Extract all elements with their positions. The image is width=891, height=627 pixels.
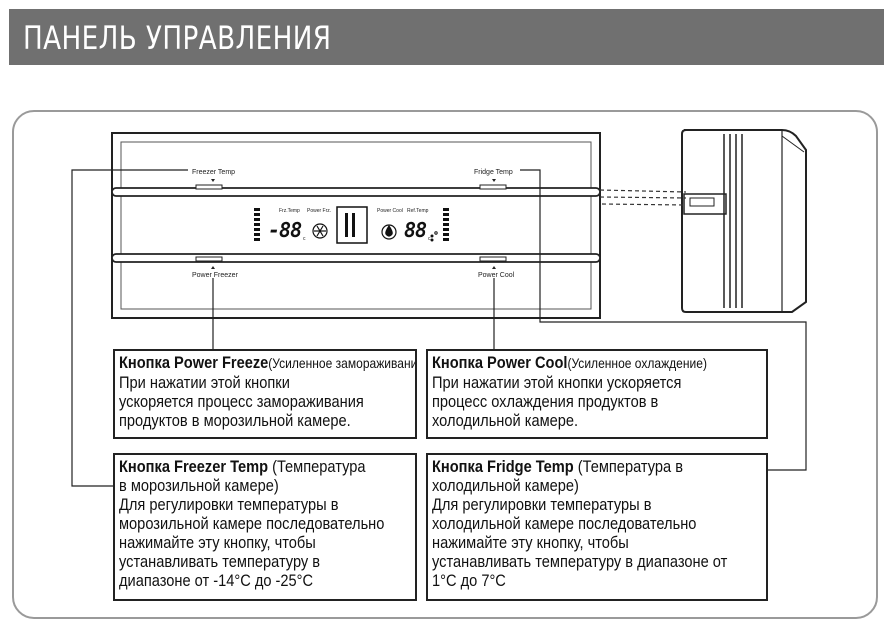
fridge-temp-title: Кнопка Fridge Temp (Температура в	[432, 457, 683, 476]
display-frz-temp: Frz.Temp	[279, 208, 300, 214]
fridge-temp-text: холодильной камере последовательно	[432, 514, 697, 533]
snowflake-icon	[312, 223, 328, 239]
freezer-temp-text: устанавливать температуру в	[119, 552, 321, 571]
power-cool-title: Кнопка Power Cool(Усиленное охлаждение)	[432, 353, 707, 372]
fridge-temp-button	[479, 184, 507, 190]
fridge-temp-text: Для регулировки температуры в	[432, 495, 652, 514]
freezer-temp-title: Кнопка Freezer Temp (Температура	[119, 457, 366, 476]
panel-rail-bottom	[111, 253, 601, 263]
display-power-frz: Power Frz.	[307, 208, 332, 214]
fridge-temp-text: нажимайте эту кнопку, чтобы	[432, 533, 629, 552]
title-bar: ПАНЕЛЬ УПРАВЛЕНИЯ	[9, 9, 884, 65]
fridge-digits: 88	[404, 218, 427, 242]
refrigerator-illustration	[681, 129, 807, 313]
power-freeze-text: При нажатии этой кнопки	[119, 373, 290, 392]
freezer-temp-label: Freezer Temp	[192, 169, 236, 176]
power-freeze-text: продуктов в морозильной камере.	[119, 411, 351, 430]
display-ref-temp: Ref.Temp	[407, 208, 429, 214]
right-bar-graph	[443, 208, 449, 241]
fridge-unit: c	[428, 236, 431, 242]
power-cool-box: Кнопка Power Cool(Усиленное охлаждение) …	[426, 349, 768, 439]
freezer-temp-text: диапазоне от -14°C до -25°C	[119, 571, 314, 590]
fridge-temp-label: Fridge Temp	[474, 169, 513, 176]
fridge-temp-text: 1°C до 7°C	[432, 571, 506, 590]
freezer-temp-box: Кнопка Freezer Temp (Температура в мороз…	[113, 453, 417, 601]
freezer-temp-text: нажимайте эту кнопку, чтобы	[119, 533, 316, 552]
power-freeze-title: Кнопка Power Freeze(Усиленное заморажива…	[119, 353, 417, 372]
up-arrow-icon	[492, 266, 496, 269]
panel-inner	[120, 141, 592, 310]
power-freezer-button	[195, 256, 223, 262]
power-cool-button	[479, 256, 507, 262]
power-cool-text: холодильной камере.	[432, 411, 579, 430]
display-power-cool: Power Cool	[377, 208, 403, 214]
freezer-temp-button	[195, 184, 223, 190]
up-arrow-icon	[211, 266, 215, 269]
page-title: ПАНЕЛЬ УПРАВЛЕНИЯ	[23, 19, 332, 57]
freezer-temp-text: в морозильной камере)	[119, 476, 279, 495]
callout-dashes	[599, 189, 687, 206]
up-arrow-icon	[492, 179, 496, 182]
freezer-digits: -88	[268, 218, 302, 242]
power-freeze-text: ускоряется процесс замораживания	[119, 392, 364, 411]
freezer-temp-text: Для регулировки температуры в	[119, 495, 339, 514]
power-cool-text: При нажатии этой кнопки ускоряется	[432, 373, 682, 392]
panel-rail-top	[111, 187, 601, 197]
fridge-temp-text: холодильной камере)	[432, 476, 579, 495]
water-drop-icon	[381, 224, 397, 240]
freezer-unit: c	[303, 236, 306, 242]
power-cool-label: Power Cool	[478, 272, 515, 279]
panel-outer	[111, 132, 601, 319]
leader-lines	[71, 169, 807, 487]
fridge-temp-text: устанавливать температуру в диапазоне от	[432, 552, 728, 571]
freezer-temp-text: морозильной камере последовательно	[119, 514, 385, 533]
power-freezer-label: Power Freezer	[192, 272, 238, 279]
power-freeze-box: Кнопка Power Freeze(Усиленное заморажива…	[113, 349, 417, 439]
power-cool-text: процесс охлаждения продуктов в	[432, 392, 659, 411]
up-arrow-icon	[211, 179, 215, 182]
left-bar-graph	[254, 208, 260, 241]
fridge-temp-box: Кнопка Fridge Temp (Температура в холоди…	[426, 453, 768, 601]
